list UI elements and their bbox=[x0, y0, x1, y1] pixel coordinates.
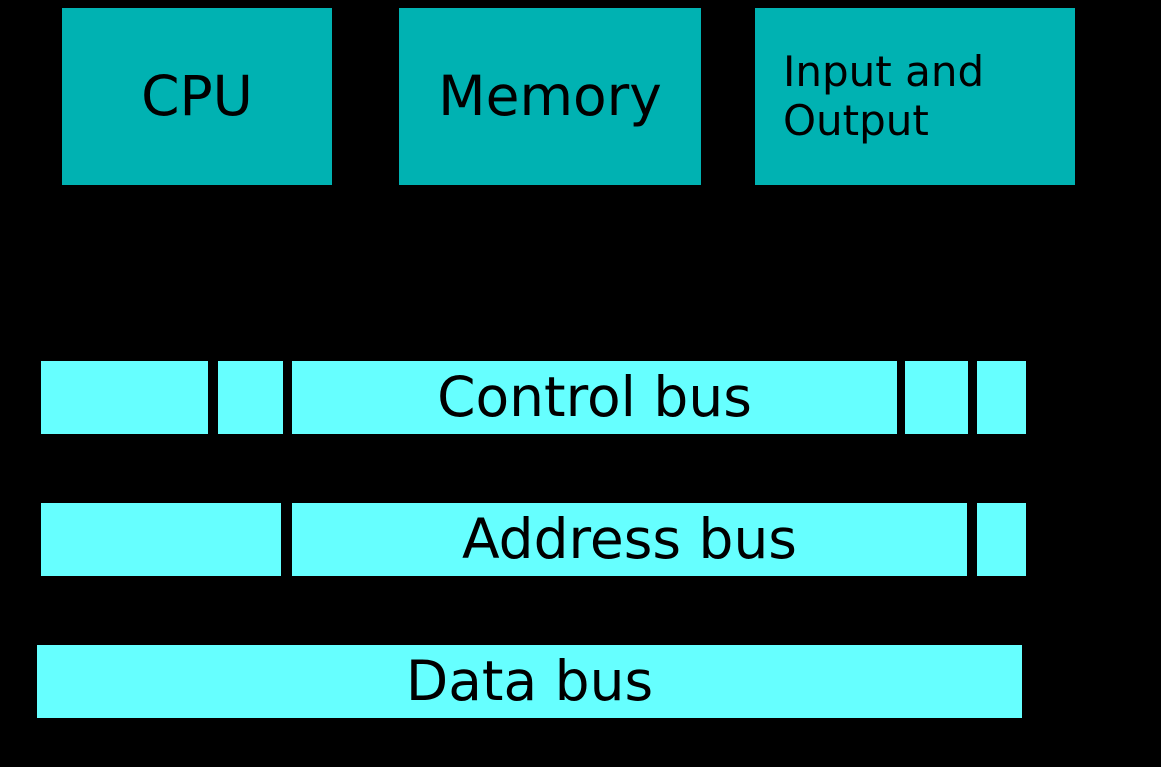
memory-label: Memory bbox=[438, 63, 662, 128]
data-bus-label: Data bus bbox=[405, 649, 654, 713]
memory-box: Memory bbox=[399, 8, 701, 185]
data-bus-main-segment: Data bus bbox=[37, 645, 1022, 718]
control-bus-segment bbox=[905, 361, 968, 434]
control-bus-label: Control bus bbox=[437, 365, 752, 429]
address-bus-segment bbox=[977, 503, 1026, 576]
input-output-box: Input and Output bbox=[755, 8, 1075, 185]
control-bus-segment bbox=[977, 361, 1026, 434]
control-bus-main-segment: Control bus bbox=[292, 361, 897, 434]
control-bus-segment bbox=[41, 361, 208, 434]
address-bus-main-segment: Address bus bbox=[292, 503, 967, 576]
address-bus-label: Address bus bbox=[462, 507, 797, 571]
control-bus-segment bbox=[218, 361, 283, 434]
cpu-label: CPU bbox=[141, 63, 253, 128]
address-bus-segment bbox=[41, 503, 281, 576]
cpu-box: CPU bbox=[62, 8, 332, 185]
input-output-label: Input and Output bbox=[783, 47, 985, 145]
